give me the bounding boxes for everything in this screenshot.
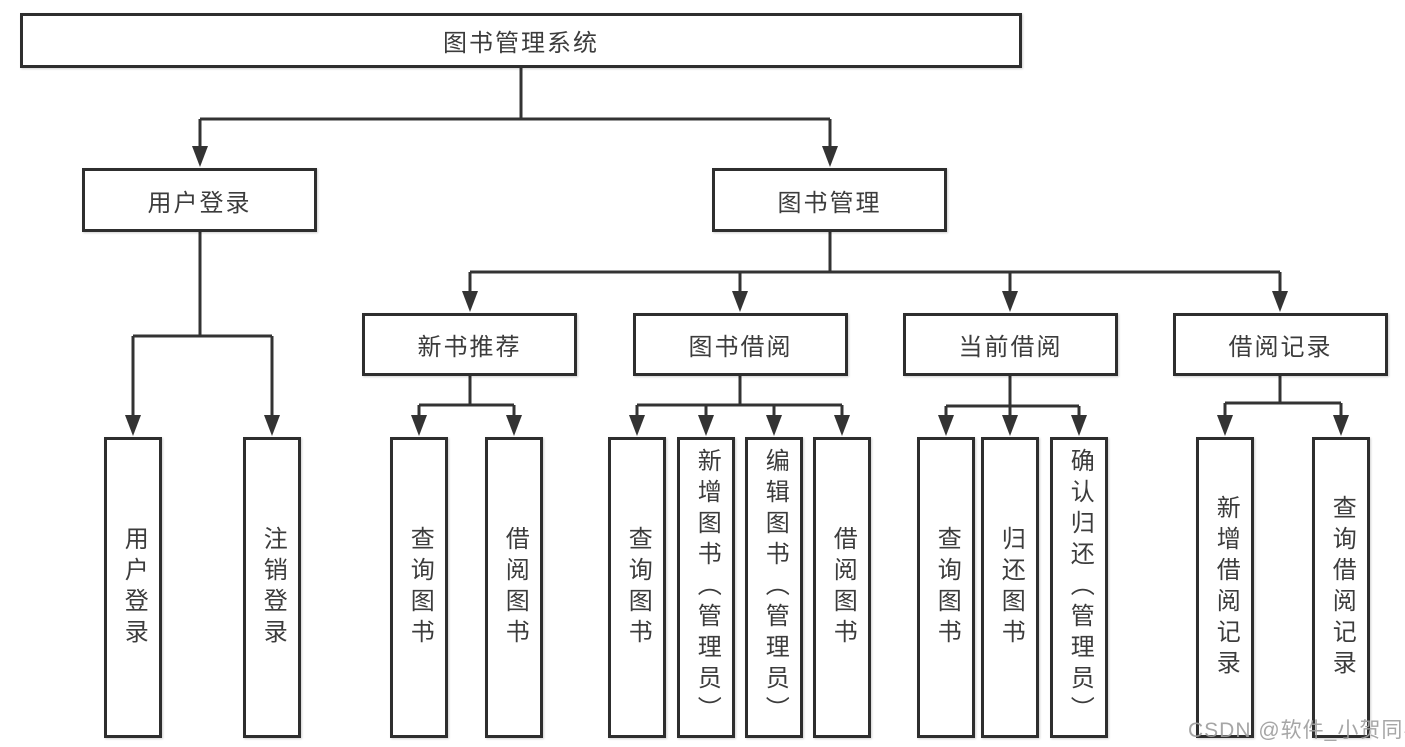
node-new-book-recommendation: 新书推荐	[362, 313, 577, 376]
leaf-borrow-books: 借阅图书	[813, 437, 871, 738]
node-label: 新书推荐	[417, 334, 522, 361]
leaf-edit-books-admin: 编辑图书（管理员）	[745, 437, 803, 738]
node-label: 注销登录	[259, 525, 287, 650]
leaf-add-borrow-record: 新增借阅记录	[1196, 437, 1254, 738]
node-borrowing-records: 借阅记录	[1173, 313, 1388, 376]
node-label: 查询图书	[406, 525, 434, 650]
leaf-query-books-borrowing: 查询图书	[608, 437, 666, 738]
leaf-query-books-current: 查询图书	[917, 437, 975, 738]
node-label: 查询图书	[933, 525, 961, 650]
leaf-query-borrow-record: 查询借阅记录	[1312, 437, 1370, 738]
node-label: 用户登录	[120, 525, 148, 650]
node-label: 确认归还（管理员）	[1066, 448, 1094, 727]
node-label: 借阅记录	[1228, 334, 1333, 361]
node-label: 图书借阅	[688, 334, 793, 361]
leaf-add-books-admin: 新增图书（管理员）	[677, 437, 735, 738]
leaf-logout: 注销登录	[243, 437, 301, 738]
node-label: 用户登录	[147, 189, 252, 217]
node-library-management-system: 图书管理系统	[20, 13, 1022, 68]
node-current-borrowing: 当前借阅	[903, 313, 1118, 376]
node-label: 借阅图书	[501, 525, 529, 650]
node-label: 查询图书	[624, 525, 652, 650]
leaf-query-books-recommend: 查询图书	[390, 437, 448, 738]
node-label: 图书管理	[777, 189, 882, 217]
node-book-management: 图书管理	[712, 168, 947, 232]
leaf-return-books: 归还图书	[981, 437, 1039, 738]
csdn-watermark: CSDN @软件_小贺同学	[1188, 719, 1405, 742]
node-label: 查询借阅记录	[1328, 494, 1356, 681]
node-user-login: 用户登录	[82, 168, 317, 232]
leaf-user-login: 用户登录	[104, 437, 162, 738]
node-label: 编辑图书（管理员）	[761, 448, 789, 727]
node-label: 新增图书（管理员）	[693, 448, 721, 727]
node-book-borrowing: 图书借阅	[633, 313, 848, 376]
node-label: 图书管理系统	[443, 30, 599, 57]
leaf-confirm-return-admin: 确认归还（管理员）	[1050, 437, 1108, 738]
leaf-borrow-books-recommend: 借阅图书	[485, 437, 543, 738]
node-label: 归还图书	[997, 525, 1025, 650]
node-label: 新增借阅记录	[1212, 494, 1240, 681]
node-label: 当前借阅	[958, 334, 1063, 361]
node-label: 借阅图书	[829, 525, 857, 650]
